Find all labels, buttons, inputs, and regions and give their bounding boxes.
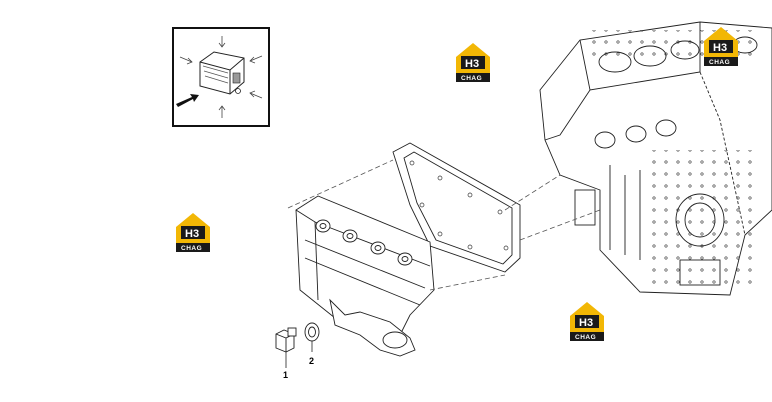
sealing-washer (304, 322, 320, 342)
svg-text:H3: H3 (465, 58, 479, 70)
assembly-leader-lines (287, 159, 601, 291)
drain-plug (275, 327, 297, 353)
svg-text:CHAG: CHAG (709, 59, 730, 66)
watermark-logo: H3 CHAG (570, 302, 604, 341)
callout-label-2: 2 (309, 356, 314, 366)
direction-arrow-icon (179, 36, 263, 118)
watermark-logo: H3 CHAG (456, 43, 490, 82)
main-direction-arrow (176, 94, 199, 107)
svg-text:CHAG: CHAG (461, 75, 482, 82)
gasket (392, 142, 521, 273)
orientation-inset-icon (199, 51, 245, 95)
watermark-logo: H3 CHAG (704, 27, 738, 66)
watermark-logo: H3 CHAG (176, 213, 210, 252)
engine-block (539, 21, 772, 296)
callout-label-1: 1 (283, 370, 288, 380)
svg-text:H3: H3 (185, 228, 199, 240)
orientation-inset (172, 27, 270, 127)
oil-cooler-housing (295, 195, 435, 357)
callout-leaders (285, 341, 313, 368)
svg-text:CHAG: CHAG (181, 245, 202, 252)
svg-text:H3: H3 (579, 317, 593, 329)
svg-text:CHAG: CHAG (575, 334, 596, 341)
svg-text:H3: H3 (713, 42, 727, 54)
